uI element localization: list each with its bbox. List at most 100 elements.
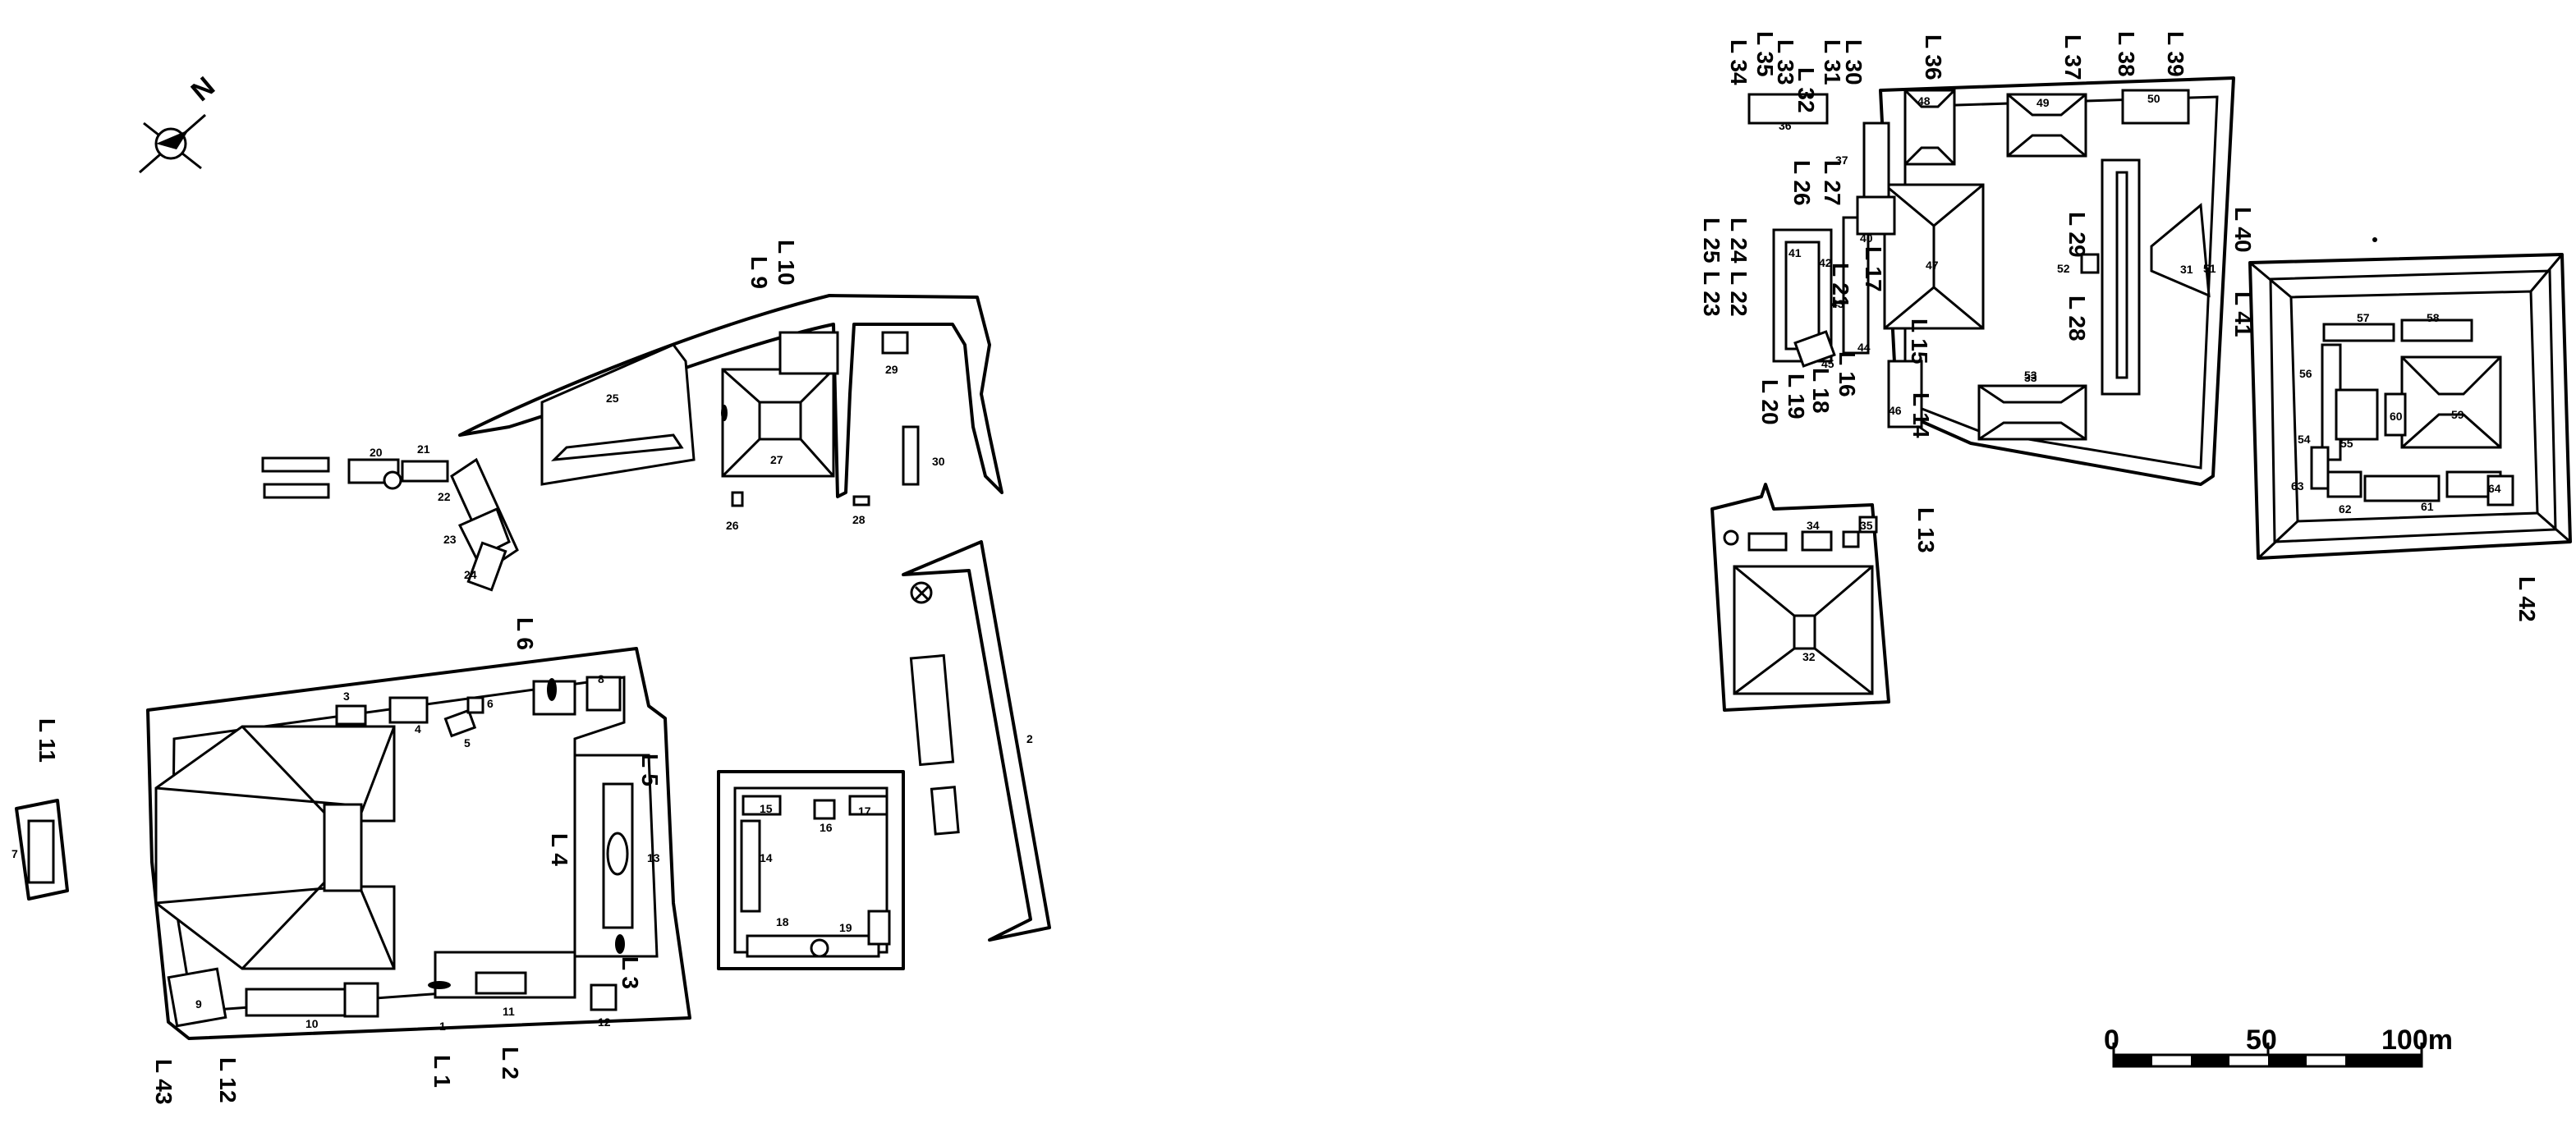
structure-number: 30 bbox=[932, 455, 945, 468]
structure-number: 41 bbox=[1789, 246, 1802, 259]
scale-tick-0: 0 bbox=[2104, 1024, 2119, 1056]
scale-bar: 0 50 100m bbox=[2104, 1024, 2453, 1068]
structure-number: 59 bbox=[2451, 408, 2464, 421]
structure-number: 7 bbox=[11, 847, 18, 860]
line-label-l4: L 4 bbox=[547, 833, 572, 866]
structure-number: 23 bbox=[443, 533, 457, 546]
line-label-l31: L 31 bbox=[1820, 39, 1845, 85]
structure-number: 42 bbox=[1819, 256, 1832, 269]
east-sw-square bbox=[1710, 483, 1890, 712]
structure-number: 62 bbox=[2339, 502, 2352, 516]
structure-number: 36 bbox=[1779, 119, 1792, 132]
structure-number: 35 bbox=[1860, 519, 1873, 532]
line-label-l13: L 13 bbox=[1913, 507, 1939, 553]
line-label-l23: L 23 bbox=[1699, 271, 1724, 317]
structure-number: 26 bbox=[726, 519, 739, 532]
structure-number: 13 bbox=[647, 851, 660, 864]
line-label-l41: L 41 bbox=[2230, 291, 2256, 337]
west-square-court bbox=[717, 770, 905, 970]
structure-number: 46 bbox=[1889, 404, 1902, 417]
line-label-l33: L 33 bbox=[1773, 39, 1798, 85]
structure-number: 2 bbox=[1026, 732, 1033, 745]
line-label-l30: L 30 bbox=[1841, 39, 1867, 85]
structure-number: 20 bbox=[370, 446, 383, 459]
structure-number: 57 bbox=[2357, 311, 2370, 324]
line-label-l32: L 32 bbox=[1793, 67, 1819, 113]
structure-number: 34 bbox=[1807, 519, 1820, 532]
structure-number: 14 bbox=[760, 851, 773, 864]
line-label-l28: L 28 bbox=[2064, 296, 2090, 341]
line-label-l1: L 1 bbox=[429, 1055, 455, 1088]
structure-number: 52 bbox=[2057, 262, 2070, 275]
structure-number: 40 bbox=[1860, 231, 1873, 245]
line-label-l38: L 38 bbox=[2114, 31, 2139, 77]
east-square-complex bbox=[2248, 237, 2572, 560]
structure-number: 44 bbox=[1857, 341, 1871, 354]
structure-number: 56 bbox=[2299, 367, 2312, 380]
structure-number: 63 bbox=[2291, 479, 2304, 493]
line-label-l12: L 12 bbox=[215, 1057, 241, 1103]
structure-number: 51 bbox=[2203, 262, 2216, 275]
west-main-enclosure bbox=[15, 647, 691, 1040]
structure-number: 6 bbox=[487, 697, 494, 710]
line-label-l14: L 14 bbox=[1908, 392, 1934, 438]
structure-number: 11 bbox=[503, 1005, 515, 1018]
structure-number: 61 bbox=[2421, 500, 2434, 513]
line-label-l17: L 17 bbox=[1861, 246, 1886, 292]
structure-number: 28 bbox=[852, 513, 866, 526]
structure-number: 12 bbox=[598, 1015, 611, 1029]
structure-number: 4 bbox=[415, 722, 421, 736]
line-label-l6: L 6 bbox=[512, 617, 538, 650]
structure-number: 64 bbox=[2488, 482, 2501, 495]
line-label-l3: L 3 bbox=[618, 956, 643, 989]
line-label-l29: L 29 bbox=[2064, 212, 2090, 258]
structure-number: 50 bbox=[2147, 92, 2160, 105]
line-label-l42: L 42 bbox=[2514, 576, 2540, 622]
structure-number: 10 bbox=[305, 1017, 319, 1030]
line-label-l15: L 15 bbox=[1907, 319, 1932, 364]
line-label-l5: L 5 bbox=[637, 754, 663, 786]
line-label-l35: L 35 bbox=[1752, 31, 1778, 77]
structure-number: 25 bbox=[606, 392, 619, 405]
line-label-l25: L 25 bbox=[1699, 218, 1724, 264]
structure-number: 17 bbox=[858, 804, 871, 818]
structure-number: 47 bbox=[1926, 259, 1939, 272]
structure-number: 58 bbox=[2427, 311, 2440, 324]
line-label-l22: L 22 bbox=[1726, 271, 1752, 317]
line-label-l20: L 20 bbox=[1757, 379, 1783, 425]
line-label-l34: L 34 bbox=[1726, 39, 1752, 85]
structure-number: 29 bbox=[885, 363, 898, 376]
west-east-wall bbox=[902, 540, 1051, 942]
structure-number: 54 bbox=[2298, 433, 2311, 446]
structure-number: 8 bbox=[598, 672, 604, 685]
line-label-l24: L 24 bbox=[1726, 218, 1752, 264]
line-label-l16: L 16 bbox=[1834, 351, 1860, 397]
scale-tick-50: 50 bbox=[2246, 1024, 2277, 1056]
structure-number: 1 bbox=[439, 1020, 446, 1033]
structure-number: 45 bbox=[1821, 357, 1834, 370]
line-label-l27: L 27 bbox=[1820, 160, 1845, 206]
line-label-l36: L 36 bbox=[1921, 34, 1946, 80]
structure-number: 48 bbox=[1917, 94, 1931, 108]
line-label-l19: L 19 bbox=[1784, 374, 1809, 419]
structure-number: 53 bbox=[2024, 369, 2037, 382]
structure-number: 32 bbox=[1802, 650, 1816, 663]
structure-number: 9 bbox=[195, 997, 202, 1011]
scale-tick-100m: 100m bbox=[2381, 1024, 2453, 1056]
line-label-l21: L 21 bbox=[1828, 263, 1853, 309]
structure-number: 3 bbox=[343, 690, 350, 703]
structure-number: 16 bbox=[820, 821, 833, 834]
north-arrow-icon: N bbox=[139, 71, 221, 174]
structure-number: 22 bbox=[438, 490, 451, 503]
east-main-complex bbox=[1747, 76, 2235, 486]
line-label-l11: L 11 bbox=[34, 718, 60, 763]
line-label-l37: L 37 bbox=[2060, 34, 2086, 80]
line-label-l10: L 10 bbox=[774, 240, 799, 286]
structure-number: 37 bbox=[1835, 154, 1848, 167]
line-label-l2: L 2 bbox=[498, 1047, 523, 1079]
structure-number: 33 bbox=[2024, 371, 2037, 384]
north-label: N bbox=[186, 71, 221, 108]
structure-number: 5 bbox=[464, 736, 471, 749]
structure-number: 18 bbox=[776, 915, 789, 928]
